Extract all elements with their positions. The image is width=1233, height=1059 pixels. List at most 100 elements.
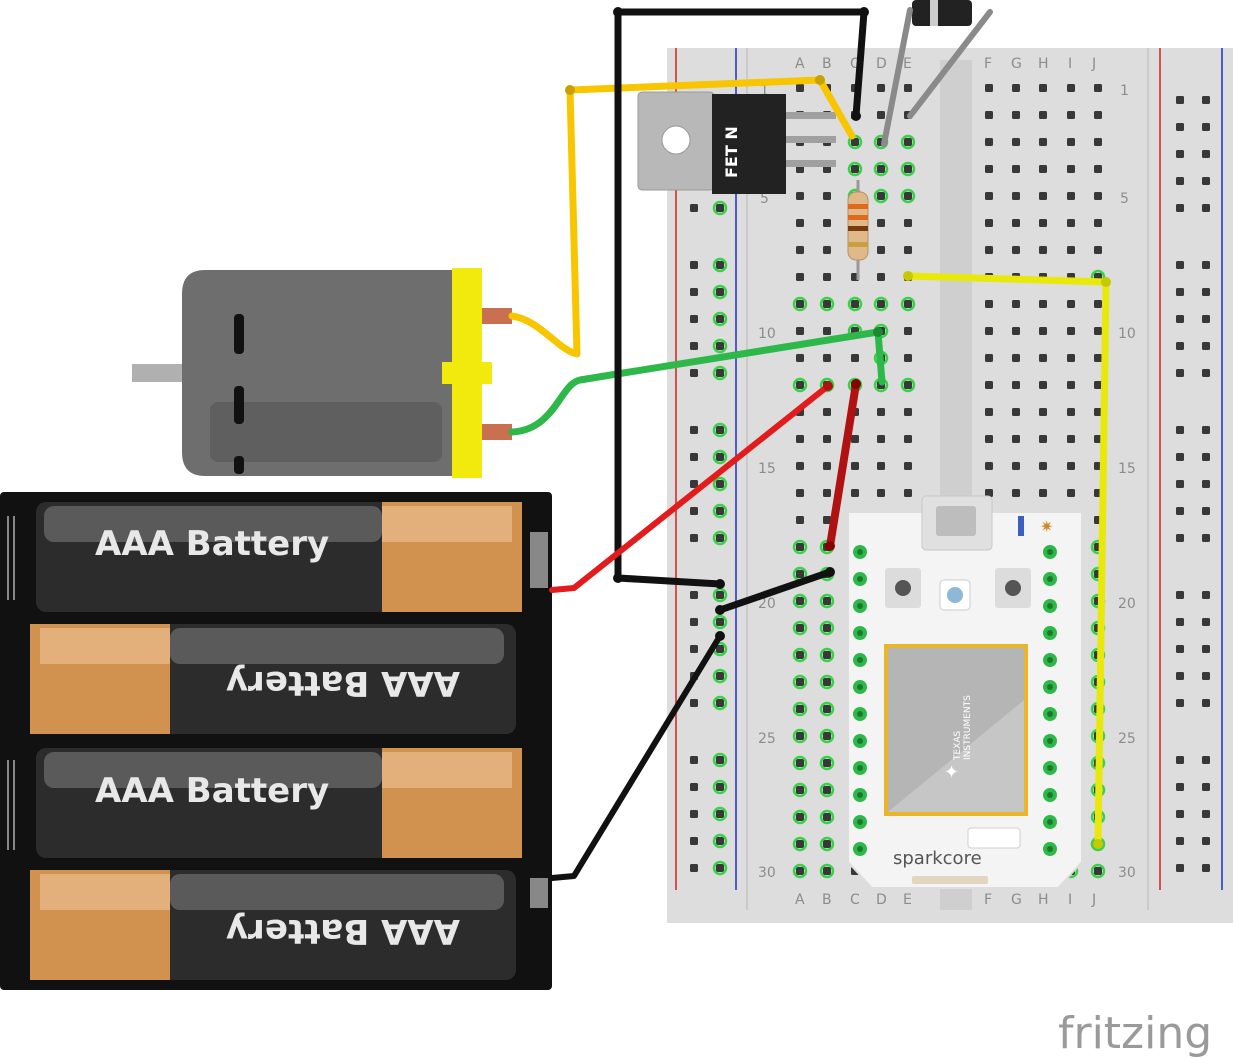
power-rail-hole bbox=[716, 783, 724, 791]
ti-logo-icon: ✦ bbox=[944, 762, 959, 783]
board-header-pin-center bbox=[857, 630, 863, 636]
breadboard-hole bbox=[1094, 165, 1102, 173]
power-rail-hole bbox=[1202, 204, 1210, 212]
wire-end-caps bbox=[565, 7, 1111, 849]
breadboard-hole bbox=[985, 300, 993, 308]
col-label-f-top: F bbox=[984, 56, 992, 72]
breadboard-hole-connected bbox=[873, 188, 889, 204]
breadboard-hole bbox=[985, 165, 993, 173]
row-number-30-left: 30 bbox=[758, 865, 776, 881]
breadboard-hole bbox=[985, 327, 993, 335]
power-rail-hole bbox=[690, 591, 698, 599]
breadboard-hole bbox=[796, 759, 804, 767]
breadboard-hole bbox=[823, 597, 831, 605]
breadboard-hole bbox=[1067, 165, 1075, 173]
n-channel-mosfet: FET N bbox=[637, 91, 836, 194]
power-rail-hole-connected bbox=[712, 779, 728, 795]
power-rail-hole bbox=[716, 369, 724, 377]
row-number-15-right: 15 bbox=[1118, 461, 1136, 477]
breadboard-hole bbox=[851, 435, 859, 443]
breadboard-hole bbox=[796, 273, 804, 281]
ti-brand-line2: INSTRUMENTS bbox=[963, 695, 973, 760]
breadboard-hole bbox=[985, 462, 993, 470]
breadboard-hole bbox=[1067, 354, 1075, 362]
breadboard-hole bbox=[1067, 138, 1075, 146]
motor-slot-2 bbox=[234, 386, 244, 424]
wire-end-cap bbox=[825, 541, 835, 551]
breadboard-hole-connected bbox=[792, 539, 808, 555]
breadboard-hole bbox=[851, 138, 859, 146]
motor-terminal-top bbox=[482, 308, 512, 324]
breadboard-hole-connected bbox=[819, 593, 835, 609]
battery-cell-3: AAA Battery bbox=[36, 748, 522, 858]
board-header-pin-center bbox=[1047, 603, 1053, 609]
col-label-b-top: B bbox=[822, 56, 832, 72]
breadboard-hole bbox=[823, 840, 831, 848]
spark-logo-icon: ✷ bbox=[1040, 517, 1053, 536]
breadboard-hole-connected bbox=[792, 728, 808, 744]
col-label-a-top: A bbox=[795, 56, 805, 72]
breadboard-hole-connected bbox=[792, 863, 808, 879]
breadboard-hole bbox=[1039, 111, 1047, 119]
power-rail-hole bbox=[1202, 810, 1210, 818]
breadboard-hole bbox=[1039, 462, 1047, 470]
power-rail-hole bbox=[716, 645, 724, 653]
breadboard-hole-connected bbox=[873, 161, 889, 177]
breadboard-hole bbox=[1039, 84, 1047, 92]
power-rail-hole bbox=[690, 864, 698, 872]
breadboard-hole bbox=[823, 192, 831, 200]
power-rail-hole bbox=[1176, 534, 1184, 542]
power-rail-hole-connected bbox=[712, 449, 728, 465]
breadboard-hole-connected bbox=[900, 134, 916, 150]
motor-slot-3 bbox=[234, 456, 244, 474]
breadboard-hole bbox=[796, 516, 804, 524]
power-rail-hole bbox=[1202, 315, 1210, 323]
breadboard-hole bbox=[904, 435, 912, 443]
breadboard-hole bbox=[851, 462, 859, 470]
breadboard-hole bbox=[796, 705, 804, 713]
wire-end-cap bbox=[613, 7, 623, 17]
mode-button-cap bbox=[1005, 580, 1021, 596]
battery-terminal-negative bbox=[530, 878, 548, 908]
power-rail-hole-connected bbox=[712, 257, 728, 273]
power-rail-hole bbox=[1202, 837, 1210, 845]
power-rail-hole bbox=[690, 315, 698, 323]
breadboard-hole-connected bbox=[1090, 863, 1106, 879]
power-rail-hole bbox=[690, 204, 698, 212]
breadboard-hole bbox=[1039, 354, 1047, 362]
power-rail-hole bbox=[1176, 756, 1184, 764]
col-label-d-bottom: D bbox=[876, 892, 887, 908]
breadboard-hole-connected bbox=[792, 809, 808, 825]
row-number-25-right: 25 bbox=[1118, 731, 1136, 747]
power-rail-hole bbox=[1176, 288, 1184, 296]
power-rail-hole bbox=[1176, 150, 1184, 158]
breadboard-hole bbox=[1039, 489, 1047, 497]
breadboard-hole-connected bbox=[847, 161, 863, 177]
board-smd-part bbox=[967, 827, 1021, 849]
breadboard-hole-connected bbox=[792, 836, 808, 852]
resistor-band-4 bbox=[848, 242, 868, 247]
breadboard-hole bbox=[877, 84, 885, 92]
breadboard-hole-connected bbox=[792, 701, 808, 717]
board-header-pin-center bbox=[857, 792, 863, 798]
wire-black-board-gnd bbox=[716, 568, 834, 614]
power-rail-hole bbox=[1176, 426, 1184, 434]
breadboard-hole bbox=[877, 165, 885, 173]
breadboard-hole bbox=[1094, 111, 1102, 119]
wire-end-cap bbox=[851, 111, 861, 121]
power-rail-hole bbox=[716, 591, 724, 599]
col-label-e-bottom: E bbox=[903, 892, 912, 908]
breadboard-hole-connected bbox=[819, 782, 835, 798]
breadboard-hole bbox=[1039, 300, 1047, 308]
breadboard-hole bbox=[1012, 165, 1020, 173]
breadboard-hole bbox=[1094, 408, 1102, 416]
breadboard-hole bbox=[796, 651, 804, 659]
power-rail-hole bbox=[1176, 672, 1184, 680]
breadboard-hole-connected bbox=[819, 863, 835, 879]
breadboard-hole bbox=[904, 246, 912, 254]
power-rail-hole-connected bbox=[712, 695, 728, 711]
power-rail-hole-connected bbox=[712, 503, 728, 519]
power-rail-hole bbox=[716, 315, 724, 323]
breadboard-hole bbox=[796, 597, 804, 605]
power-rail-hole bbox=[690, 453, 698, 461]
